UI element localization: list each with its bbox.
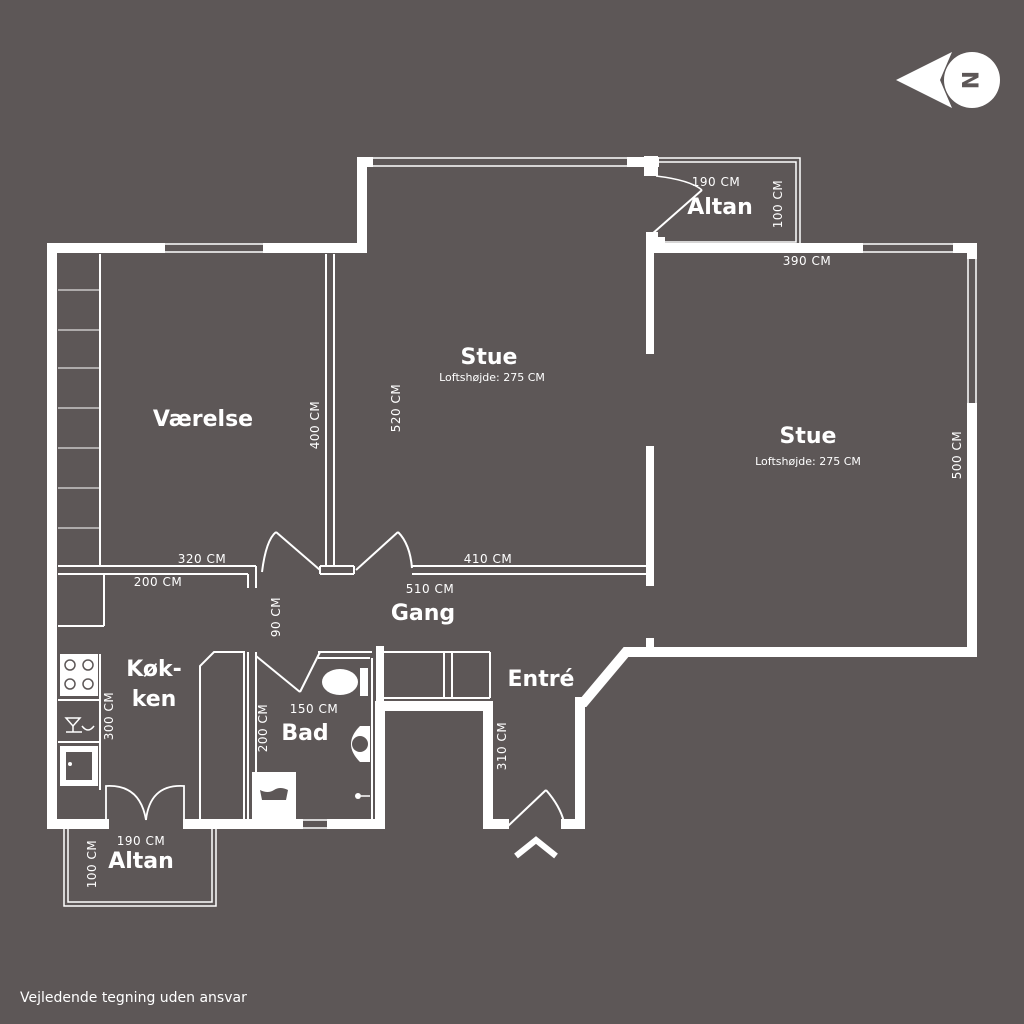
ceiling-height-stue-right: Loftshøjde: 275 CM xyxy=(755,455,861,468)
room-label-gang: Gang xyxy=(391,601,455,626)
windows xyxy=(160,157,977,829)
altan-top-wall xyxy=(644,156,658,176)
toilet-icon xyxy=(322,668,368,696)
stove-icon xyxy=(60,654,98,696)
room-label-kokken-line1: Køk- xyxy=(126,657,182,682)
dim-bad-width: 150 CM xyxy=(290,702,338,716)
dim-entre-depth: 310 CM xyxy=(495,722,509,770)
room-label-altan-bottom: Altan xyxy=(108,849,174,874)
compass-letter: N xyxy=(960,71,985,89)
doors xyxy=(255,531,565,827)
altan-top-door xyxy=(651,175,703,235)
disclaimer-text: Vejledende tegning uden ansvar xyxy=(20,990,247,1006)
dim-vaerelse-width: 320 CM xyxy=(178,552,226,566)
ceiling-height-stue-left: Loftshøjde: 275 CM xyxy=(439,371,545,384)
altan-bottom-door xyxy=(105,785,185,822)
room-label-stue-left: Stue xyxy=(461,345,518,370)
room-label-kokken-line2: ken xyxy=(132,687,177,712)
dim-altan-bottom-depth: 100 CM xyxy=(85,840,99,888)
washing-machine-icon xyxy=(252,772,296,820)
room-label-entre: Entré xyxy=(508,667,575,692)
dim-altan-top-width: 190 CM xyxy=(692,175,740,189)
room-label-bad: Bad xyxy=(281,721,328,746)
dim-vaerelse-depth: 400 CM xyxy=(308,401,322,449)
bathroom-sink-icon xyxy=(351,726,370,762)
closet-shelves xyxy=(58,289,100,529)
interior-walls xyxy=(376,244,654,710)
altan-bottom-railing xyxy=(63,826,217,907)
dim-gang-length: 510 CM xyxy=(406,582,454,596)
entrance-arrow-icon xyxy=(514,836,558,859)
room-label-vaerelse: Værelse xyxy=(153,407,253,432)
dim-stue-right-width: 390 CM xyxy=(783,254,831,268)
outer-walls xyxy=(47,157,977,829)
room-label-altan-top: Altan xyxy=(687,195,753,220)
dim-stue-left-width: 410 CM xyxy=(464,552,512,566)
shower-icon xyxy=(355,793,370,799)
north-arrow-icon xyxy=(896,52,1000,108)
kitchen-sink-icon xyxy=(60,746,98,786)
partition-walls xyxy=(58,254,650,588)
altan-top-railing xyxy=(654,157,801,246)
dim-stue-right-depth: 500 CM xyxy=(950,431,964,479)
dim-kitchen-depth: 300 CM xyxy=(102,692,116,740)
dim-altan-top-depth: 100 CM xyxy=(771,180,785,228)
dim-stue-left-depth: 520 CM xyxy=(389,384,403,432)
room-label-stue-right: Stue xyxy=(780,424,837,449)
dim-gang-width: 90 CM xyxy=(269,597,283,637)
dim-kitchen-width: 200 CM xyxy=(134,575,182,589)
dim-bad-depth: 200 CM xyxy=(256,704,270,752)
dishwasher-icon xyxy=(64,717,95,733)
dim-altan-bottom-width: 190 CM xyxy=(117,834,165,848)
